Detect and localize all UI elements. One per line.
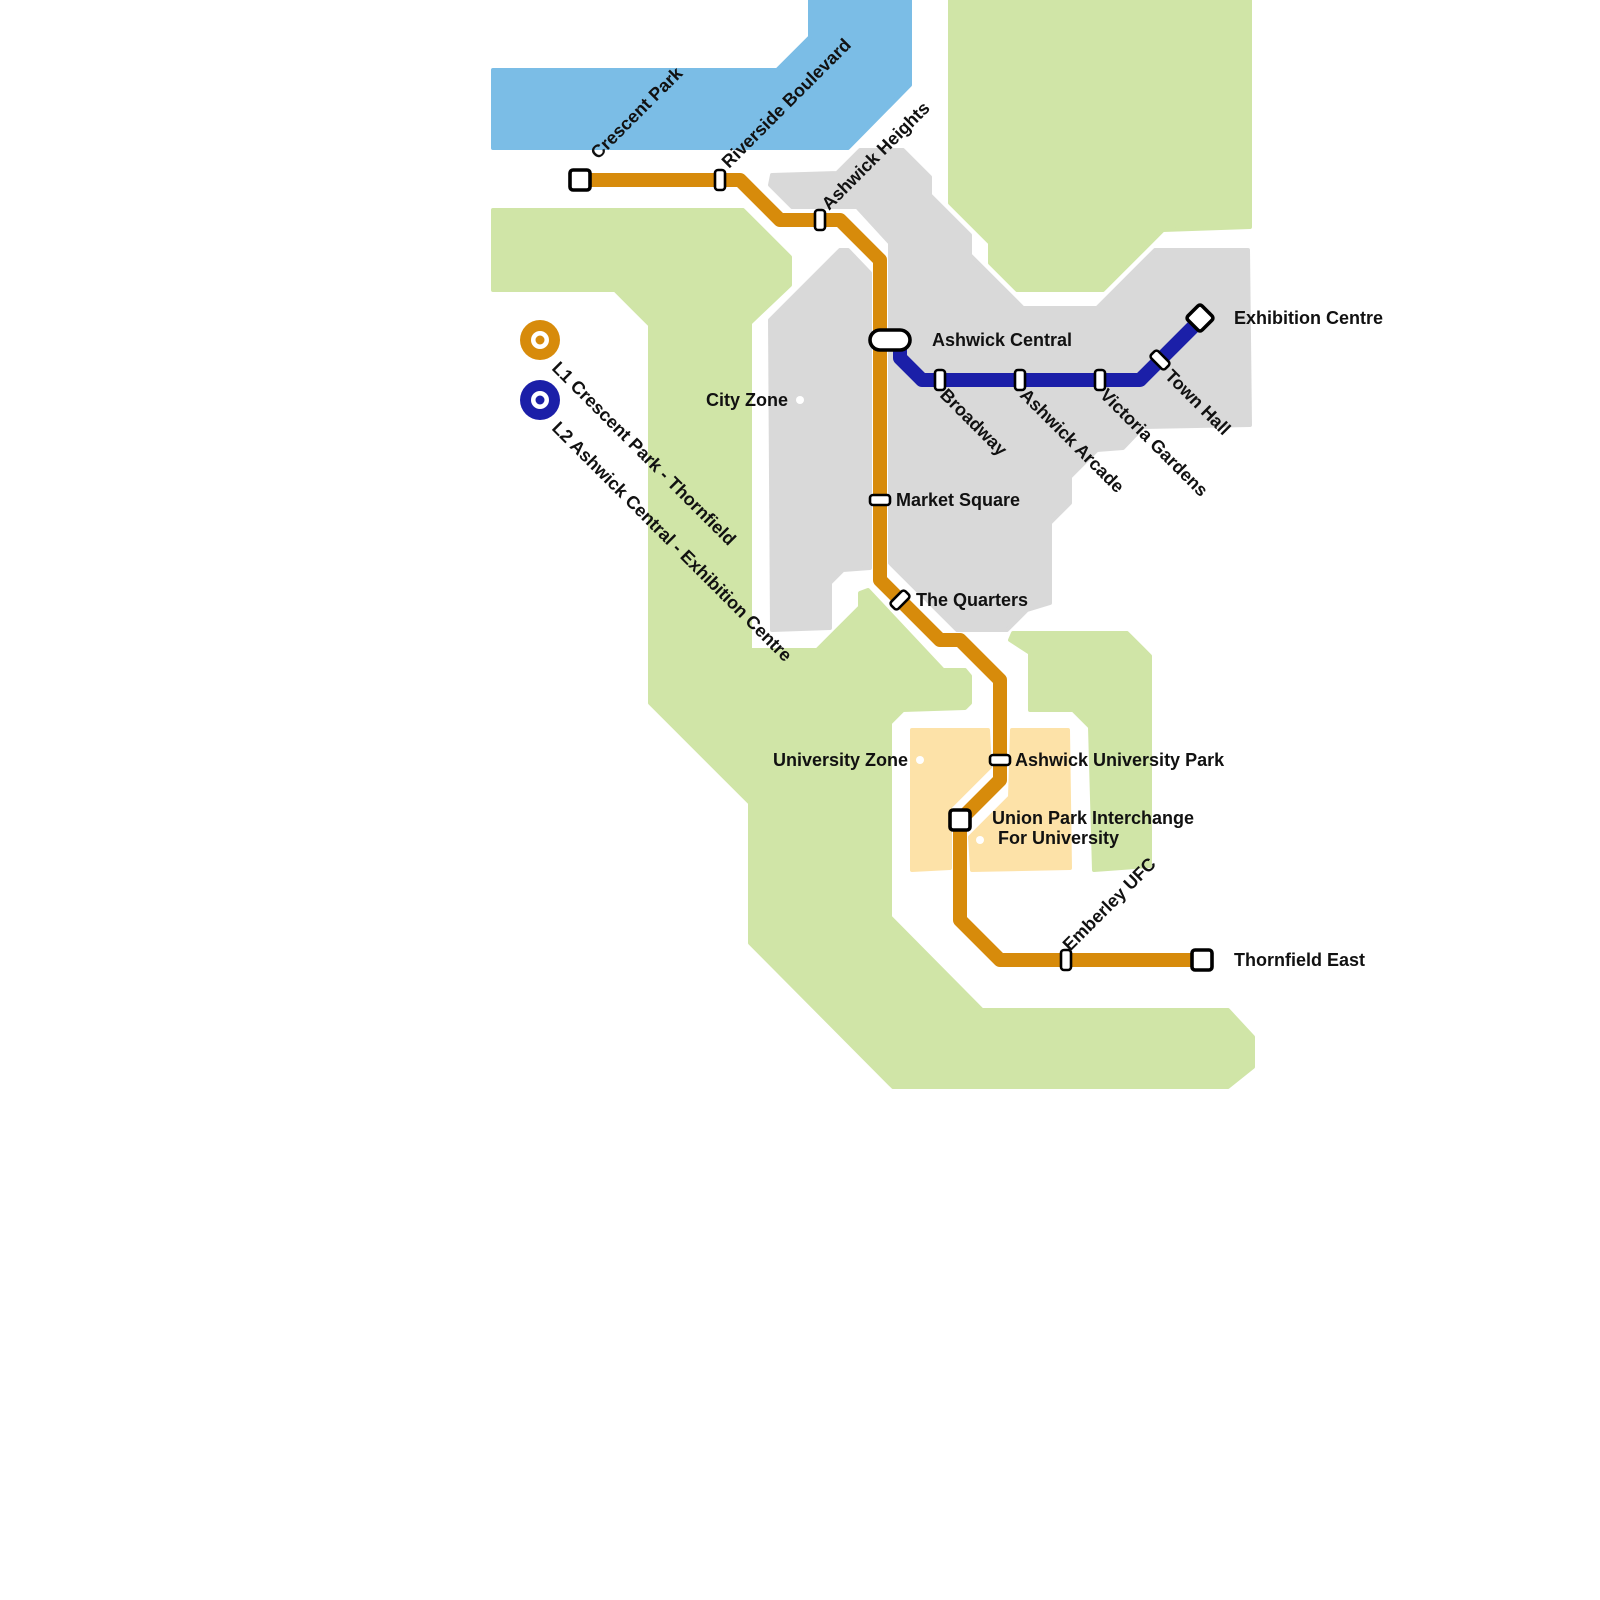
station-marker-the-quarters[interactable] <box>889 589 911 611</box>
station-marker-union-park-interchange[interactable] <box>948 808 972 832</box>
station-label-ashwick-central: Ashwick Central <box>932 330 1072 350</box>
university-region-west <box>910 728 992 872</box>
park-region-east <box>1008 631 1152 872</box>
station-marker-emberley-ufc[interactable] <box>1059 948 1073 972</box>
station-markers <box>568 168 1215 972</box>
station-marker-town-hall[interactable] <box>1149 349 1171 371</box>
station-marker-broadway[interactable] <box>933 368 947 392</box>
station-marker-victoria-gardens[interactable] <box>1093 368 1107 392</box>
station-marker-ashwick-university-park[interactable] <box>988 753 1012 767</box>
line-roundel-icon-center <box>535 335 545 345</box>
university-zone-marker <box>916 756 924 764</box>
water-region <box>491 0 912 150</box>
background-regions <box>491 0 1255 1089</box>
station-marker-exhibition-centre[interactable] <box>1185 303 1215 333</box>
line-l1-route[interactable] <box>580 173 1202 967</box>
city-zone-label: City Zone <box>706 390 788 410</box>
station-label-the-quarters: The Quarters <box>916 590 1028 610</box>
park-region-main <box>491 208 1255 1089</box>
park-region-northeast <box>948 0 1252 292</box>
university-east-zone-marker <box>976 836 984 844</box>
station-label-union-park-interchange-line2: For University <box>998 828 1119 848</box>
university-zone-label: University Zone <box>773 750 908 770</box>
station-marker-riverside-boulevard[interactable] <box>713 168 727 192</box>
urban-region-city-zone <box>768 248 872 632</box>
station-label-exhibition-centre: Exhibition Centre <box>1234 308 1383 328</box>
station-marker-market-square[interactable] <box>868 493 892 507</box>
station-marker-ashwick-central[interactable] <box>868 328 912 352</box>
university-region-east <box>968 728 1072 872</box>
zone-labels: City Zone University Zone <box>706 390 984 844</box>
station-marker-ashwick-heights[interactable] <box>813 208 827 232</box>
station-marker-crescent-park[interactable] <box>568 168 592 192</box>
station-label-thornfield-east: Thornfield East <box>1234 950 1365 970</box>
station-label-union-park-interchange: Union Park Interchange <box>992 808 1194 828</box>
station-label-market-square: Market Square <box>896 490 1020 510</box>
station-marker-thornfield-east[interactable] <box>1190 948 1214 972</box>
station-label-ashwick-university-park: Ashwick University Park <box>1015 750 1225 770</box>
urban-region-central <box>768 148 1252 632</box>
line-roundel-icon-center <box>535 395 545 405</box>
station-marker-ashwick-arcade[interactable] <box>1013 368 1027 392</box>
city-zone-marker <box>796 396 804 404</box>
